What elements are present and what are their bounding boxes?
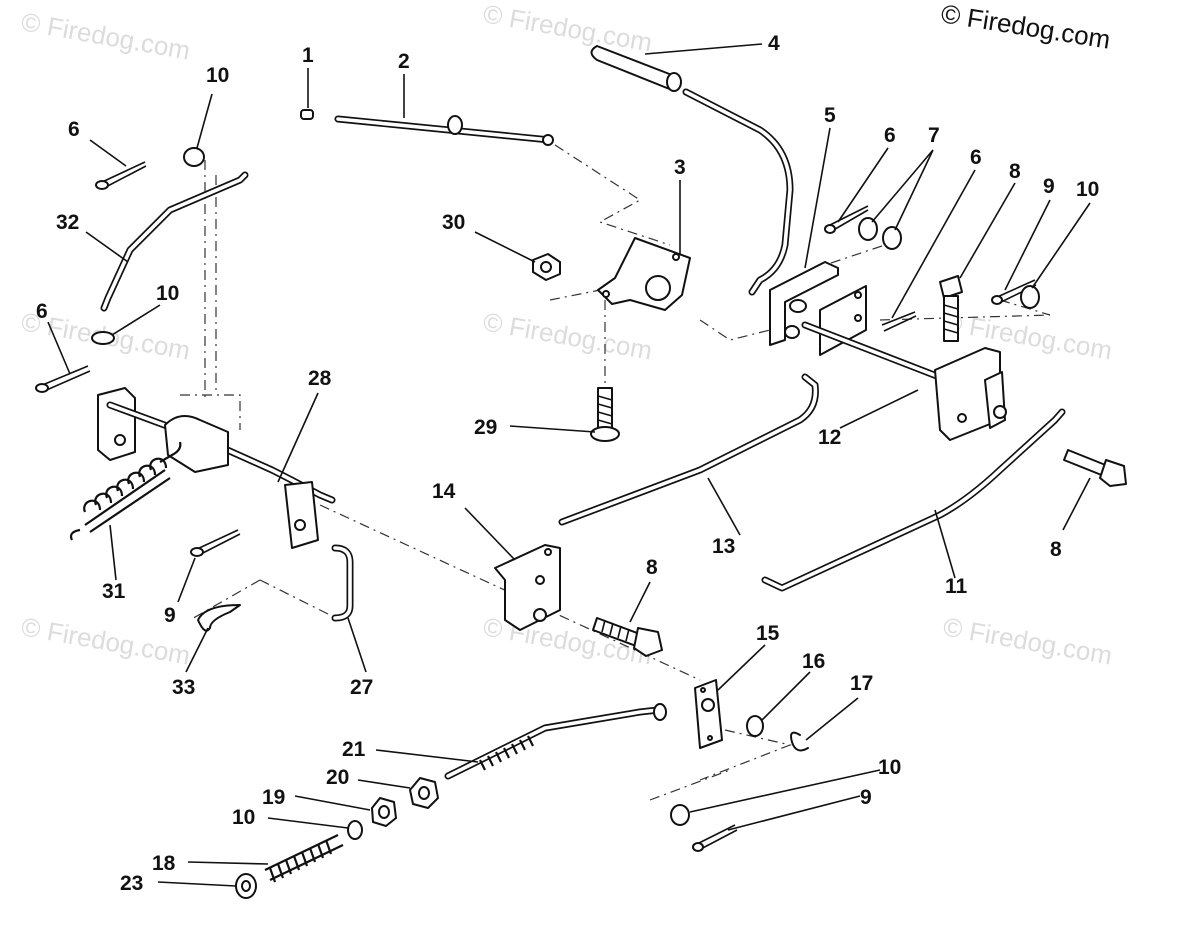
part-11-rod (761, 408, 1066, 592)
callout-32: 32 (56, 211, 79, 234)
part-6-pin-upper-left (95, 161, 147, 190)
callout-31: 31 (102, 580, 126, 603)
callout-11: 11 (945, 575, 968, 598)
callout-10: 10 (156, 282, 179, 305)
part-18-spring (264, 834, 344, 883)
part-10-washer-left (91, 331, 115, 345)
callout-8: 8 (1009, 160, 1021, 183)
part-8-bolt-right (1063, 449, 1127, 487)
callout-6: 6 (68, 118, 80, 141)
part-21-rod (444, 703, 667, 780)
leader-lines (47, 43, 1091, 887)
callout-9: 9 (1043, 175, 1055, 198)
part-17-clip (790, 731, 809, 752)
part-4-handle (590, 45, 794, 296)
callout-1: 1 (302, 44, 314, 67)
part-28-shaft (97, 387, 336, 549)
part-23-bushing (235, 873, 257, 899)
part-16-washer (746, 715, 764, 737)
callout-3: 3 (674, 156, 686, 179)
callout-10: 10 (206, 64, 229, 87)
callout-33: 33 (172, 676, 195, 699)
callout-10: 10 (878, 756, 901, 779)
part-6-pin-right (881, 311, 917, 332)
part-3-bracket (597, 237, 691, 311)
part-8-bolt-upper (939, 275, 963, 342)
callout-30: 30 (442, 211, 465, 234)
callout-17: 17 (850, 672, 873, 695)
callout-29: 29 (474, 416, 497, 439)
part-6-pin-upper (824, 205, 869, 234)
callout-6: 6 (36, 300, 48, 323)
part-29-bolt (590, 387, 620, 442)
part-13-rod (558, 373, 819, 526)
callout-7: 7 (928, 124, 940, 147)
part-15-plate (694, 679, 723, 749)
callout-4: 4 (768, 32, 780, 55)
watermark: © Firedog.com (941, 611, 1115, 670)
part-19-nut (371, 797, 397, 827)
part-14-bracket (494, 544, 561, 631)
callout-8: 8 (1050, 538, 1062, 561)
part-10-washer-lower (347, 820, 363, 840)
callout-9: 9 (164, 604, 176, 627)
callout-16: 16 (802, 650, 825, 673)
callout-28: 28 (308, 367, 332, 390)
part-12-shaft (801, 321, 1007, 441)
callout-20: 20 (326, 766, 349, 789)
callout-10: 10 (232, 806, 255, 829)
part-10-washer-right (1020, 285, 1040, 309)
callout-19: 19 (262, 786, 285, 809)
part-20-nut (409, 777, 439, 809)
callout-23: 23 (120, 872, 143, 895)
center-lines (180, 144, 1051, 801)
part-30-nut (532, 253, 561, 281)
callout-18: 18 (152, 852, 176, 875)
part-33-clip (197, 604, 241, 632)
callout-10: 10 (1076, 178, 1099, 201)
callout-2: 2 (398, 50, 410, 73)
callout-labels: 1 2 4 10 6 3 5 6 7 6 8 9 10 32 30 10 6 2… (36, 32, 1099, 895)
part-8-bolt-middle (592, 617, 663, 657)
callout-5: 5 (824, 104, 836, 127)
part-31-spring (69, 441, 182, 541)
callout-27: 27 (350, 676, 373, 699)
watermark: © Firedog.com (481, 306, 655, 365)
part-6-pin-left (35, 365, 91, 393)
part-10-washer-lower-right (670, 804, 690, 826)
part-7-washers (858, 217, 902, 250)
part-1-cap (300, 109, 314, 120)
part-9-pin-lower-right (692, 824, 738, 852)
copyright-text: © Firedog.com (939, 0, 1112, 55)
callout-8: 8 (646, 556, 658, 579)
part-9-pin-left (190, 529, 241, 557)
callout-6: 6 (884, 124, 896, 147)
watermark: © Firedog.com (481, 0, 655, 58)
callout-12: 12 (818, 426, 841, 449)
watermark: © Firedog.com (19, 6, 193, 65)
part-27-link (331, 544, 354, 622)
part-32-rod (100, 171, 249, 312)
callout-6: 6 (970, 146, 982, 169)
part-2-rod (334, 115, 554, 146)
callout-21: 21 (342, 738, 366, 761)
callout-13: 13 (712, 535, 735, 558)
callout-9: 9 (860, 786, 872, 809)
callout-15: 15 (756, 622, 780, 645)
callout-14: 14 (432, 480, 456, 503)
part-10-washer-upper-left (183, 147, 205, 167)
